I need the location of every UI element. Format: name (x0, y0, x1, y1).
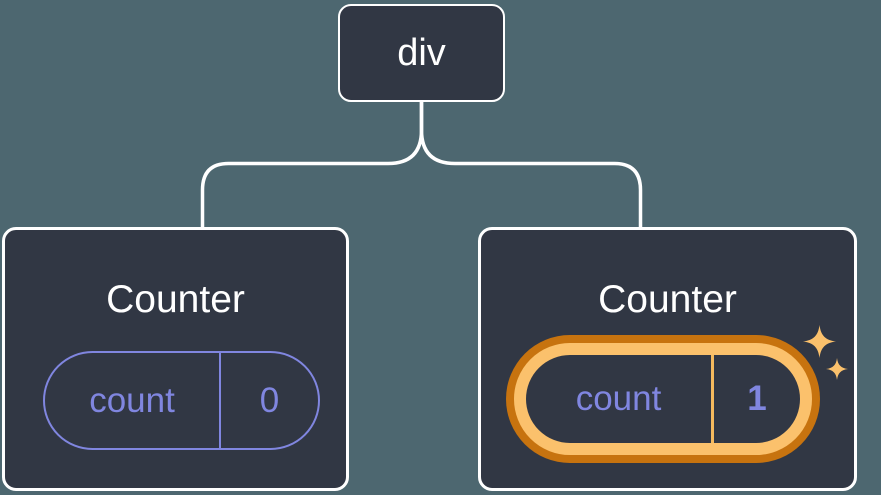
counter-node-left: Counter count 0 (2, 227, 349, 491)
state-value: 0 (259, 380, 280, 420)
counter-title: Counter (598, 278, 737, 321)
sparkles-icon (803, 325, 848, 380)
root-node-div: div (338, 4, 505, 102)
root-node-label: div (397, 32, 446, 74)
state-key: count (526, 355, 714, 443)
state-pill: count 0 (43, 351, 320, 450)
state-key: count (45, 353, 221, 448)
state-pill-highlighted: count 1 (514, 343, 812, 455)
counter-title: Counter (106, 278, 245, 321)
state-value: 1 (747, 379, 767, 418)
counter-node-right: Counter count 1 (478, 227, 857, 491)
